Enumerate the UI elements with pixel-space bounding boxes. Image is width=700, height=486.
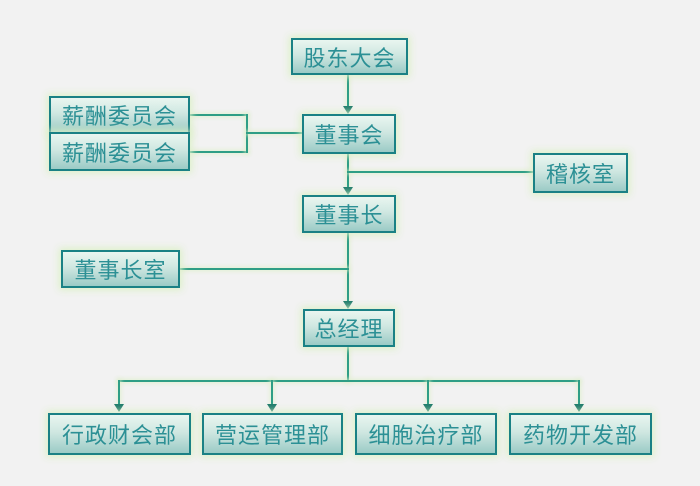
- arrowhead-into-chairman: [343, 187, 353, 195]
- connector-dept4-v: [578, 380, 580, 405]
- node-compensation-committee-1: 薪酬委员会: [49, 96, 190, 134]
- connector-audit-office-h: [347, 171, 533, 173]
- node-audit-office: 稽核室: [533, 153, 628, 193]
- node-compensation-committee-2: 薪酬委员会: [49, 132, 190, 171]
- arrowhead-into-drug-development: [574, 404, 584, 412]
- node-chairman: 董事长: [302, 195, 396, 233]
- connector-dept3-v: [427, 380, 429, 405]
- node-chairman-office: 董事长室: [61, 250, 180, 288]
- connector-shareholders-board: [347, 75, 349, 107]
- connector-committee1-h: [190, 114, 248, 116]
- connector-dept2-v: [271, 380, 273, 405]
- arrowhead-into-operations: [267, 404, 277, 412]
- connector-chairman-gm: [347, 233, 349, 302]
- arrowhead-into-cell-therapy: [423, 404, 433, 412]
- arrowhead-into-general-manager: [343, 301, 353, 309]
- node-shareholders-meeting: 股东大会: [291, 38, 408, 75]
- connector-dept1-v: [118, 380, 120, 405]
- node-cell-therapy-dept: 细胞治疗部: [355, 413, 497, 455]
- node-board-of-directors: 董事会: [302, 114, 396, 154]
- node-general-manager: 总经理: [303, 309, 395, 347]
- connector-departments-h: [118, 380, 580, 382]
- arrowhead-into-board: [343, 106, 353, 114]
- connector-chairman-office-h: [180, 268, 349, 270]
- connector-committee2-h: [190, 151, 248, 153]
- node-admin-finance-dept: 行政财会部: [48, 413, 191, 455]
- node-drug-development-dept: 药物开发部: [509, 413, 652, 455]
- connector-committee-board-h: [246, 132, 302, 134]
- connector-gm-down: [347, 347, 349, 382]
- arrowhead-into-admin-finance: [114, 404, 124, 412]
- node-operations-management-dept: 营运管理部: [202, 413, 343, 455]
